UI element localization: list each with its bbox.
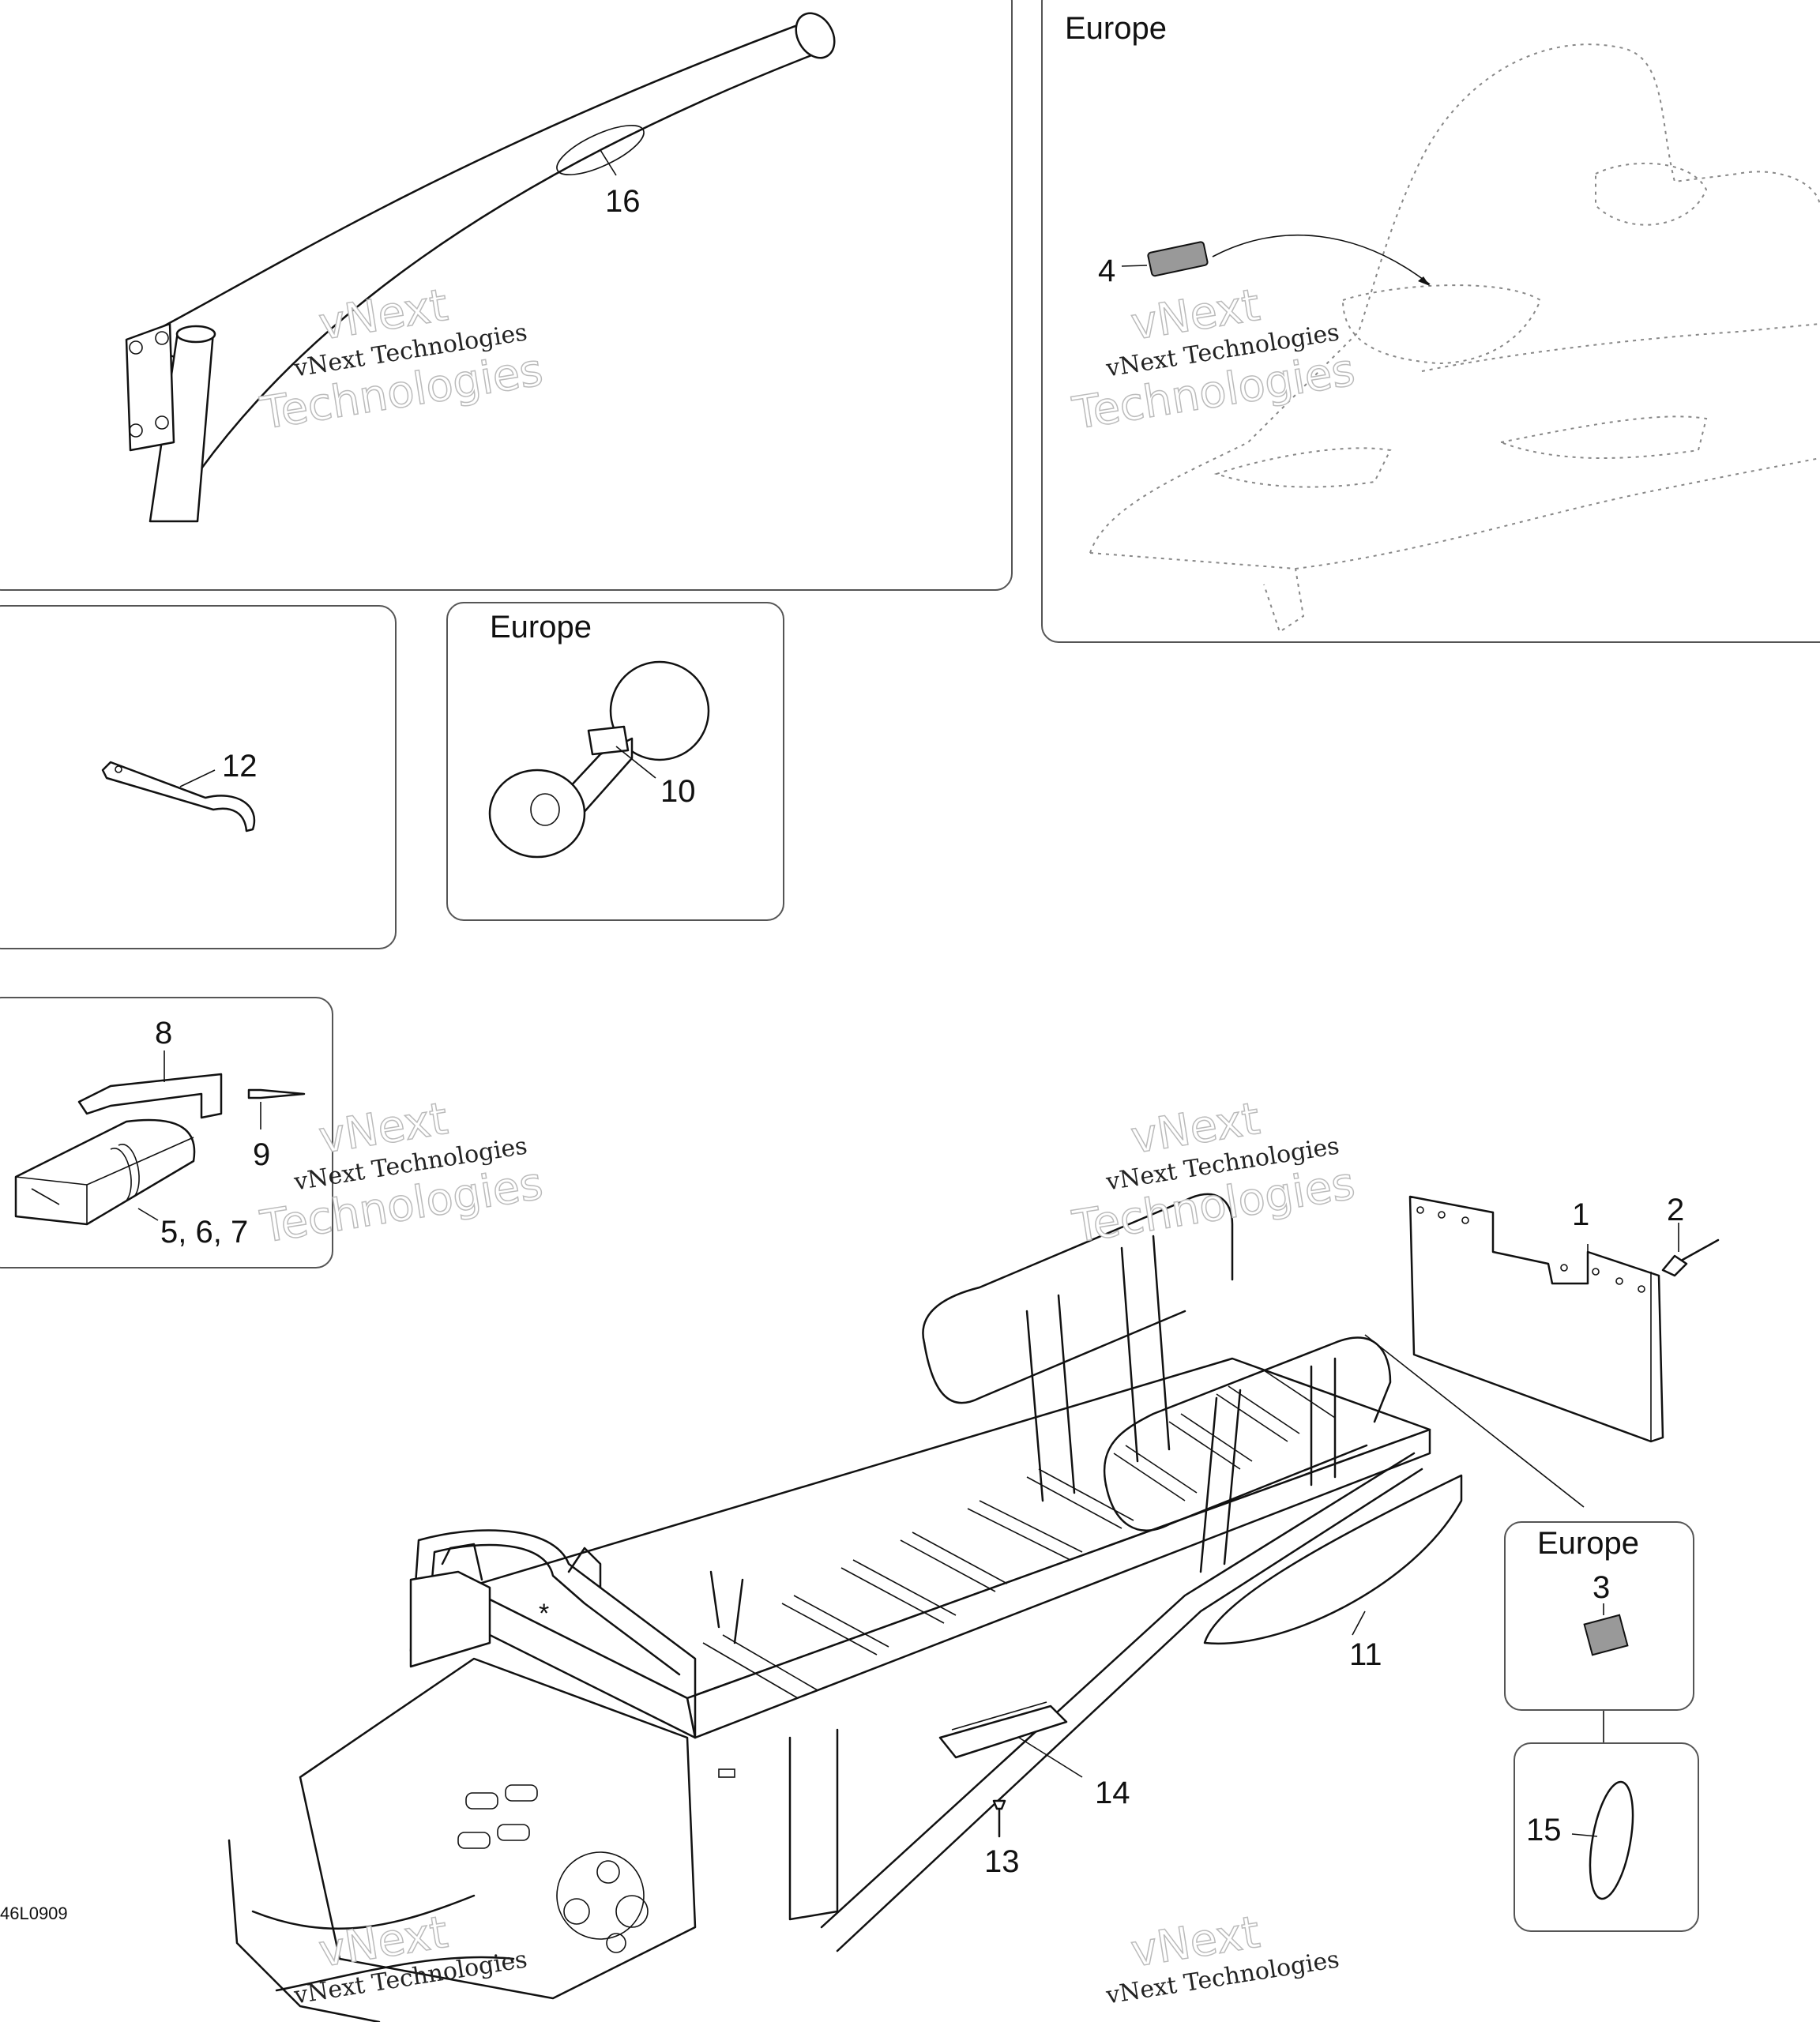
- callout-10: 10: [660, 774, 696, 809]
- callout-1: 1: [1572, 1197, 1590, 1232]
- callout-4: 4: [1098, 254, 1116, 288]
- spanner-wrench-drawing: [101, 761, 256, 832]
- region-label-europe-snowmobile: Europe: [1065, 11, 1167, 46]
- panel-wrench: [0, 605, 397, 949]
- frame-asterisk: *: [539, 1599, 550, 1629]
- callout-8: 8: [155, 1016, 173, 1050]
- callout-9: 9: [253, 1137, 271, 1172]
- panel-reflector: [1504, 1521, 1694, 1711]
- callout-11: 11: [1349, 1637, 1382, 1672]
- region-label-europe-horn: Europe: [490, 610, 592, 645]
- callout-3: 3: [1592, 1570, 1611, 1605]
- grip-tube-drawing: [125, 12, 836, 523]
- callout-14: 14: [1095, 1776, 1130, 1810]
- horn-drawing: [488, 660, 710, 859]
- callout-12: 12: [222, 749, 258, 784]
- snowmobile-outline-drawing: [1089, 43, 1820, 633]
- callout-2: 2: [1667, 1193, 1685, 1227]
- callout-16: 16: [605, 184, 641, 219]
- callout-15: 15: [1526, 1813, 1562, 1847]
- chassis-frame-drawing: [228, 1193, 1720, 2022]
- drawing-code: 46L0909: [0, 1904, 68, 1923]
- region-label-europe-reflector: Europe: [1537, 1526, 1639, 1561]
- callout-13: 13: [984, 1844, 1020, 1879]
- panel-snowmobile: [1041, 0, 1820, 643]
- tool-kit-drawing: [14, 1050, 306, 1226]
- callout-5-6-7: 5, 6, 7: [160, 1215, 249, 1250]
